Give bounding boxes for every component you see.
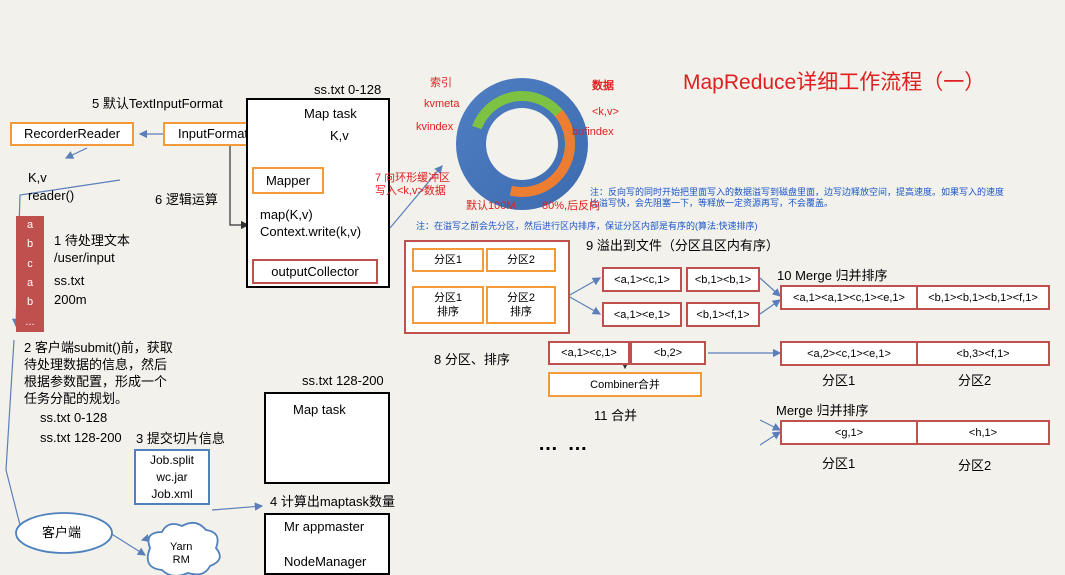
partition1-sorted-box: 分区1 排序 [412,286,484,324]
input-file-bar: a b c a b ... [16,216,44,332]
ellipsis: … … [538,433,590,455]
recorder-reader-box: RecorderReader [10,122,134,146]
ring-bufindex-label: bufindex [572,126,614,138]
file-cell: b [26,238,34,251]
step4-label: 4 计算出maptask数量 [270,494,395,509]
output-collector-box: outputCollector [252,259,378,284]
combiner-box: Combiner合并 [548,372,702,397]
file-name: ss.txt [54,273,85,288]
note-partition: 注：在溢写之前会先分区，然后进行区内排序，保证分区内部是有序的(算法:快速排序) [416,221,758,231]
ring-kvindex-label: kvindex [416,121,454,133]
yarn-label: Yarn RM [170,541,193,566]
step9-label: 9 溢出到文件（分区且区内有序） [586,238,779,253]
partition1-box: 分区1 [412,248,484,272]
spill-cell: <b,1><f,1> [686,302,760,327]
step2-label: 2 客户端submit()前，获取 待处理数据的信息，然后 根据参数配置，形成一… [24,340,173,406]
page-title: MapReduce详细工作流程（一） [683,71,986,94]
reader-call: reader() [28,188,75,203]
step3-label: 3 提交切片信息 [136,431,225,446]
merge2-cell: <g,1> [780,420,918,445]
step10-label: 10 Merge 归并排序 [777,268,888,283]
step11-label: 11 合并 [594,408,638,423]
partition-label: 分区2 [958,458,992,473]
spill-cell: <b,1><b,1> [686,267,760,292]
context-write: Context.write(k,v) [260,224,362,239]
combined-cell: <b,3><f,1> [916,341,1050,366]
kv-inner: K,v [330,128,349,143]
split-1: ss.txt 0-128 [40,410,108,425]
file-cell: a [26,277,34,290]
step8-label: 8 分区、排序 [434,352,510,367]
merge-cell: <a,1><a,1><c,1><e,1> [780,285,918,310]
merge-cell: <b,1><b,1><b,1><f,1> [916,285,1050,310]
maptask-range-top: ss.txt 0-128 [314,82,382,97]
split-2: ss.txt 128-200 [40,430,122,445]
client-ellipse [15,512,113,554]
spill-cell: <a,1><c,1> [602,267,682,292]
step1-label: 1 待处理文本 /user/input [54,233,130,265]
partition2-sorted-box: 分区2 排序 [486,286,556,324]
combiner-in-cell: <b,2> [630,341,706,365]
note-reverse: 注：反向写的同时开始把里面写入的数据溢写到磁盘里面，边写边释放空间，提高速度。如… [590,187,1005,208]
ring-kv-label: <k,v> [592,106,619,118]
partition-label: 分区1 [822,456,856,471]
step5-label: 5 默认TextInputFormat [92,96,223,111]
maptask-title: Map task [304,106,357,121]
ring-default-label: 默认100M [466,200,516,212]
partition-label: 分区1 [822,373,856,388]
job-files-box: Job.split wc.jar Job.xml [134,449,210,505]
mr-appmaster: Mr appmaster [284,519,365,534]
combiner-in-cell: <a,1><c,1> [548,341,630,365]
merge2-cell: <h,1> [916,420,1050,445]
ring-index-label: 索引 [430,77,452,89]
maptask-2-title: Map task [293,402,346,417]
file-cell: ... [25,315,35,328]
maptask-range-bottom: ss.txt 128-200 [302,373,384,388]
file-cell: c [27,257,33,270]
spill-cell: <a,1><e,1> [602,302,682,327]
map-kv: map(K,v) [260,207,313,222]
partition-label: 分区2 [958,373,992,388]
maptask-2-frame [264,392,390,484]
ring-kvmeta-label: kvmeta [424,98,460,110]
ring-buffer [456,78,588,210]
merge2-label: Merge 归并排序 [776,403,869,418]
file-cell: b [26,296,34,309]
yarn-cloud-shape [146,521,221,575]
appmaster-box [264,513,390,575]
file-cell: a [26,219,34,232]
step6-label: 6 逻辑运算 [155,192,218,207]
node-manager: NodeManager [284,554,367,569]
file-size: 200m [54,292,87,307]
partition2-box: 分区2 [486,248,556,272]
kv-label: K,v [28,170,47,185]
combined-cell: <a,2><c,1><e,1> [780,341,918,366]
step7-label: 7 向环形缓冲区 写入<k,v>数据 [375,172,451,197]
client-label: 客户端 [42,525,82,540]
mapper-box: Mapper [252,167,324,194]
ring-reverse-label: 80%,后反向 [542,200,601,212]
ring-data-label: 数据 [592,80,614,92]
